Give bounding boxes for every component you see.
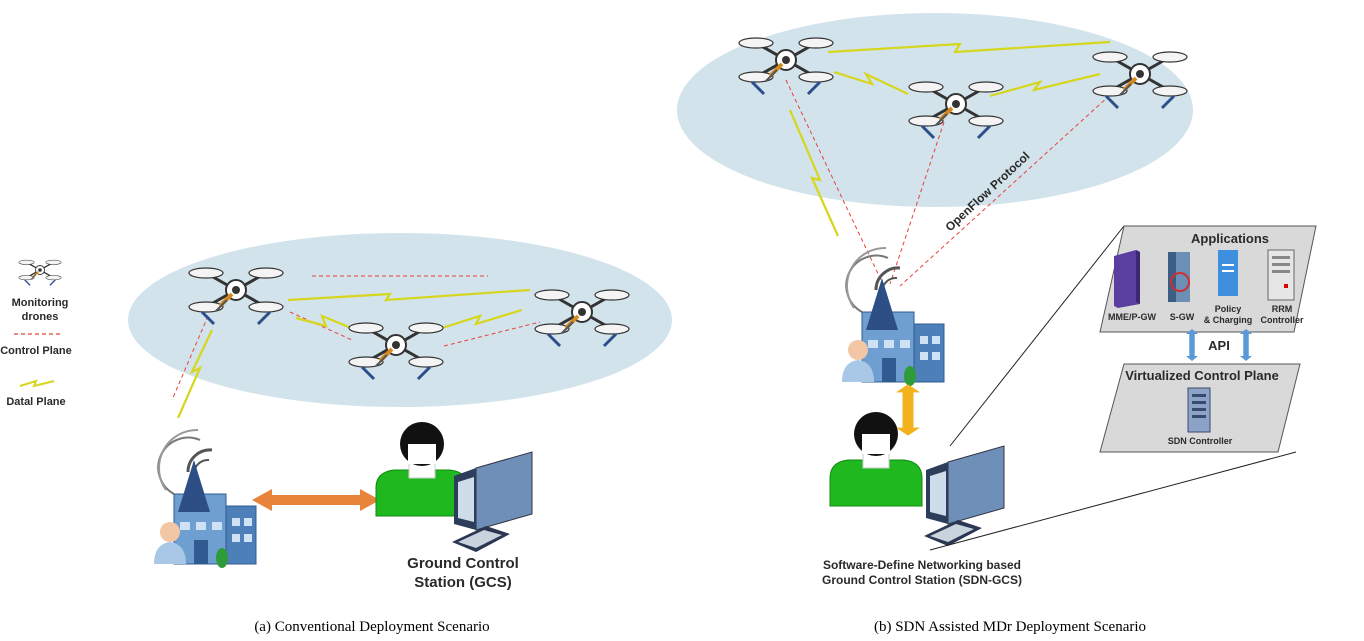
api-label: API xyxy=(1208,338,1230,353)
gateway-icon xyxy=(1168,252,1190,302)
sdn-controller-icon xyxy=(1187,387,1211,433)
base-station-icon xyxy=(152,428,258,570)
legend-drone-icon xyxy=(17,259,63,287)
sky-area-right xyxy=(677,13,1193,207)
api-arrow-left xyxy=(1185,329,1199,361)
conventional-scenario: Ground Control Station (GCS) (a) Convent… xyxy=(128,233,672,635)
app-label-rrm-2: Controller xyxy=(1260,315,1303,325)
caption-a: (a) Conventional Deployment Scenario xyxy=(254,619,489,635)
api-arrow-right xyxy=(1239,329,1253,361)
data-plane-links-left xyxy=(176,288,531,419)
sdn-base-station-icon xyxy=(840,246,946,388)
server-icon xyxy=(1114,250,1140,308)
legend-data-plane-label: Datal Plane xyxy=(6,396,65,408)
computer-icon xyxy=(451,451,533,553)
sdn-scenario: OpenFlow Protocol Applications xyxy=(677,13,1317,635)
legend: Monitoring drones Control Plane Datal Pl… xyxy=(0,259,72,408)
zoom-wedge xyxy=(929,225,1297,551)
control-plane-title: Virtualized Control Plane xyxy=(1125,368,1279,383)
computer-icon xyxy=(923,445,1005,547)
legend-drones-label-1: Monitoring xyxy=(12,297,69,309)
sdn-gcs-label-2: Ground Control Station (SDN-GCS) xyxy=(822,573,1022,587)
rrm-server-icon xyxy=(1267,249,1295,301)
app-label-sgw: S-GW xyxy=(1170,312,1195,322)
sdn-controller-panel: Applications xyxy=(1099,225,1317,453)
data-plane-links-right xyxy=(788,40,1111,237)
applications-plane xyxy=(1099,225,1317,333)
sdn-gcs-label-1: Software-Define Networking based xyxy=(823,558,1021,572)
app-label-rrm-1: RRM xyxy=(1272,304,1293,314)
legend-control-plane-label: Control Plane xyxy=(0,345,72,357)
legend-data-bolt xyxy=(19,379,55,388)
sdn-gcs-link-arrow xyxy=(895,384,921,436)
gcs-label-2: Station (GCS) xyxy=(414,574,512,591)
gcs-label-1: Ground Control xyxy=(407,555,519,572)
app-label-policy-2: & Charging xyxy=(1204,315,1253,325)
control-plane-links-right xyxy=(785,79,1121,287)
policy-server-icon xyxy=(1218,250,1238,296)
legend-drones-label-2: drones xyxy=(22,311,59,323)
app-label-mme: MME/P-GW xyxy=(1108,312,1156,322)
sdn-controller-label: SDN Controller xyxy=(1168,436,1233,446)
control-plane-links-left xyxy=(171,275,541,401)
gcs-link-arrow xyxy=(252,489,380,511)
applications-title: Applications xyxy=(1191,231,1269,246)
app-label-policy-1: Policy xyxy=(1215,304,1242,314)
caption-b: (b) SDN Assisted MDr Deployment Scenario xyxy=(874,619,1146,635)
